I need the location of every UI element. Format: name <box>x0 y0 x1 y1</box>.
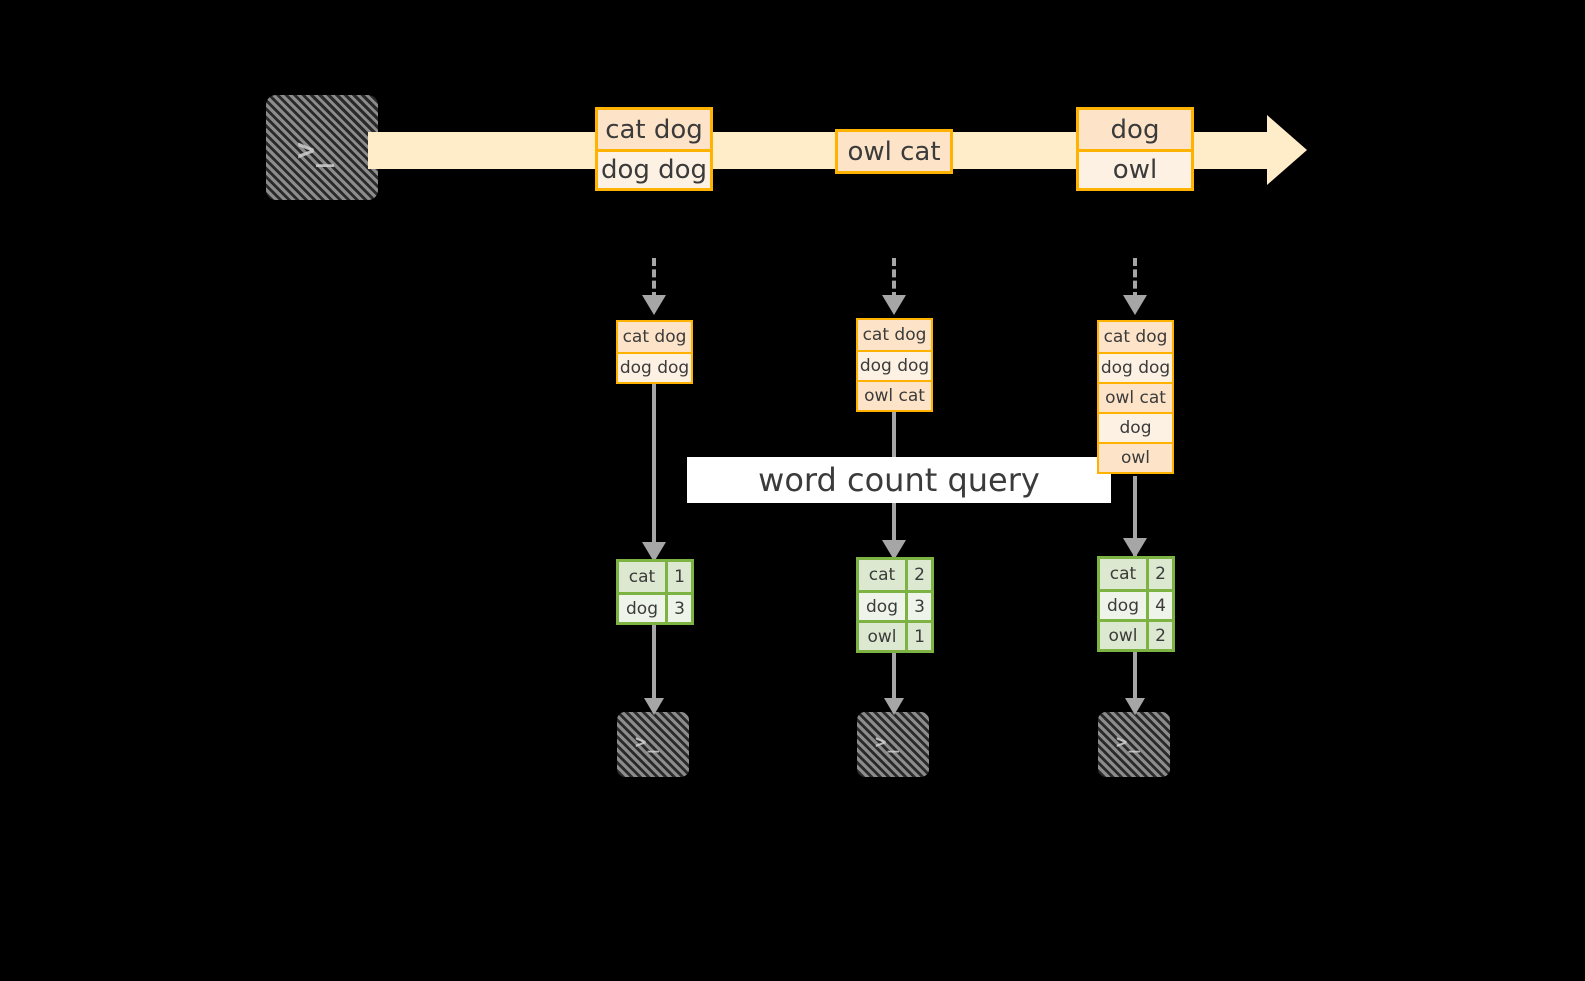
snapshot-2-result-table: cat 2 dog 3 owl 1 <box>856 557 934 653</box>
accumulated-line: owl cat <box>1099 382 1172 412</box>
table-row: cat 2 <box>1100 559 1172 589</box>
table-row: cat 1 <box>619 562 691 592</box>
result-word: cat <box>859 560 905 590</box>
result-count: 1 <box>665 562 691 592</box>
snapshot-3-dashed-arrowhead <box>1123 295 1147 315</box>
accumulated-line: dog dog <box>858 350 931 380</box>
snapshot-3-accumulated-records: cat dog dog dog owl cat dog owl <box>1097 320 1174 474</box>
accumulated-line: cat dog <box>858 320 931 350</box>
terminal-prompt-glyph: >_ <box>1116 731 1141 753</box>
result-count: 2 <box>1146 622 1172 649</box>
snapshot-1-sink-arrowhead <box>644 698 664 715</box>
result-count: 3 <box>665 595 691 622</box>
accumulated-line: dog <box>1099 412 1172 442</box>
result-word: dog <box>859 593 905 620</box>
snapshot-1-result-table: cat 1 dog 3 <box>616 559 694 625</box>
stream-record-line: dog dog <box>598 149 710 188</box>
table-row: dog 3 <box>619 592 691 622</box>
stream-record-3: dog owl <box>1076 107 1194 191</box>
table-row: owl 1 <box>859 620 931 650</box>
table-row: cat 2 <box>859 560 931 590</box>
result-count: 1 <box>905 623 931 650</box>
result-count: 4 <box>1146 592 1172 619</box>
snapshot-3-query-arrowhead <box>1123 538 1147 558</box>
snapshot-3-result-table: cat 2 dog 4 owl 2 <box>1097 556 1175 652</box>
accumulated-line: dog dog <box>1099 352 1172 382</box>
source-terminal-icon: >_ <box>266 95 378 200</box>
snapshot-3-query-connector <box>1133 476 1137 560</box>
accumulated-line: owl cat <box>858 380 931 410</box>
terminal-prompt-glyph: >_ <box>297 133 336 168</box>
event-stream-arrowhead <box>1267 115 1307 185</box>
snapshot-3-sink-connector <box>1133 650 1137 703</box>
query-label: word count query <box>758 461 1040 499</box>
terminal-prompt-glyph: >_ <box>635 731 660 753</box>
snapshot-3-sink-arrowhead <box>1125 698 1145 715</box>
result-count: 2 <box>1146 559 1172 589</box>
stream-record-line: dog <box>1079 110 1191 149</box>
result-word: cat <box>619 562 665 592</box>
query-label-band: word count query <box>687 457 1111 503</box>
result-word: cat <box>1100 559 1146 589</box>
stream-record-line: cat dog <box>598 110 710 149</box>
snapshot-1-accumulated-records: cat dog dog dog <box>616 320 693 384</box>
snapshot-1-dashed-arrowhead <box>642 295 666 315</box>
snapshot-2-sink-arrowhead <box>884 698 904 715</box>
snapshot-1-dashed-connector <box>652 258 656 300</box>
accumulated-line: owl <box>1099 442 1172 472</box>
snapshot-2-sink-terminal-icon: >_ <box>857 712 929 777</box>
stream-record-1: cat dog dog dog <box>595 107 713 191</box>
result-word: owl <box>859 623 905 650</box>
snapshot-2-dashed-connector <box>892 258 896 300</box>
terminal-prompt-glyph: >_ <box>875 731 900 753</box>
snapshot-3-sink-terminal-icon: >_ <box>1098 712 1170 777</box>
snapshot-1-query-arrowhead <box>642 542 666 562</box>
stream-record-line: owl cat <box>838 132 950 171</box>
accumulated-line: cat dog <box>1099 322 1172 352</box>
table-row: dog 3 <box>859 590 931 620</box>
accumulated-line: cat dog <box>618 322 691 352</box>
result-word: dog <box>619 595 665 622</box>
snapshot-1-query-connector <box>652 382 656 560</box>
snapshot-2-dashed-arrowhead <box>882 295 906 315</box>
snapshot-2-query-arrowhead <box>882 540 906 560</box>
snapshot-1-sink-connector <box>652 622 656 702</box>
stream-record-line: owl <box>1079 149 1191 188</box>
table-row: owl 2 <box>1100 619 1172 649</box>
snapshot-3-dashed-connector <box>1133 258 1137 300</box>
stream-record-2: owl cat <box>835 129 953 174</box>
result-count: 3 <box>905 593 931 620</box>
snapshot-1-sink-terminal-icon: >_ <box>617 712 689 777</box>
result-word: owl <box>1100 622 1146 649</box>
accumulated-line: dog dog <box>618 352 691 382</box>
snapshot-2-accumulated-records: cat dog dog dog owl cat <box>856 318 933 412</box>
result-count: 2 <box>905 560 931 590</box>
snapshot-2-sink-connector <box>892 651 896 703</box>
result-word: dog <box>1100 592 1146 619</box>
table-row: dog 4 <box>1100 589 1172 619</box>
